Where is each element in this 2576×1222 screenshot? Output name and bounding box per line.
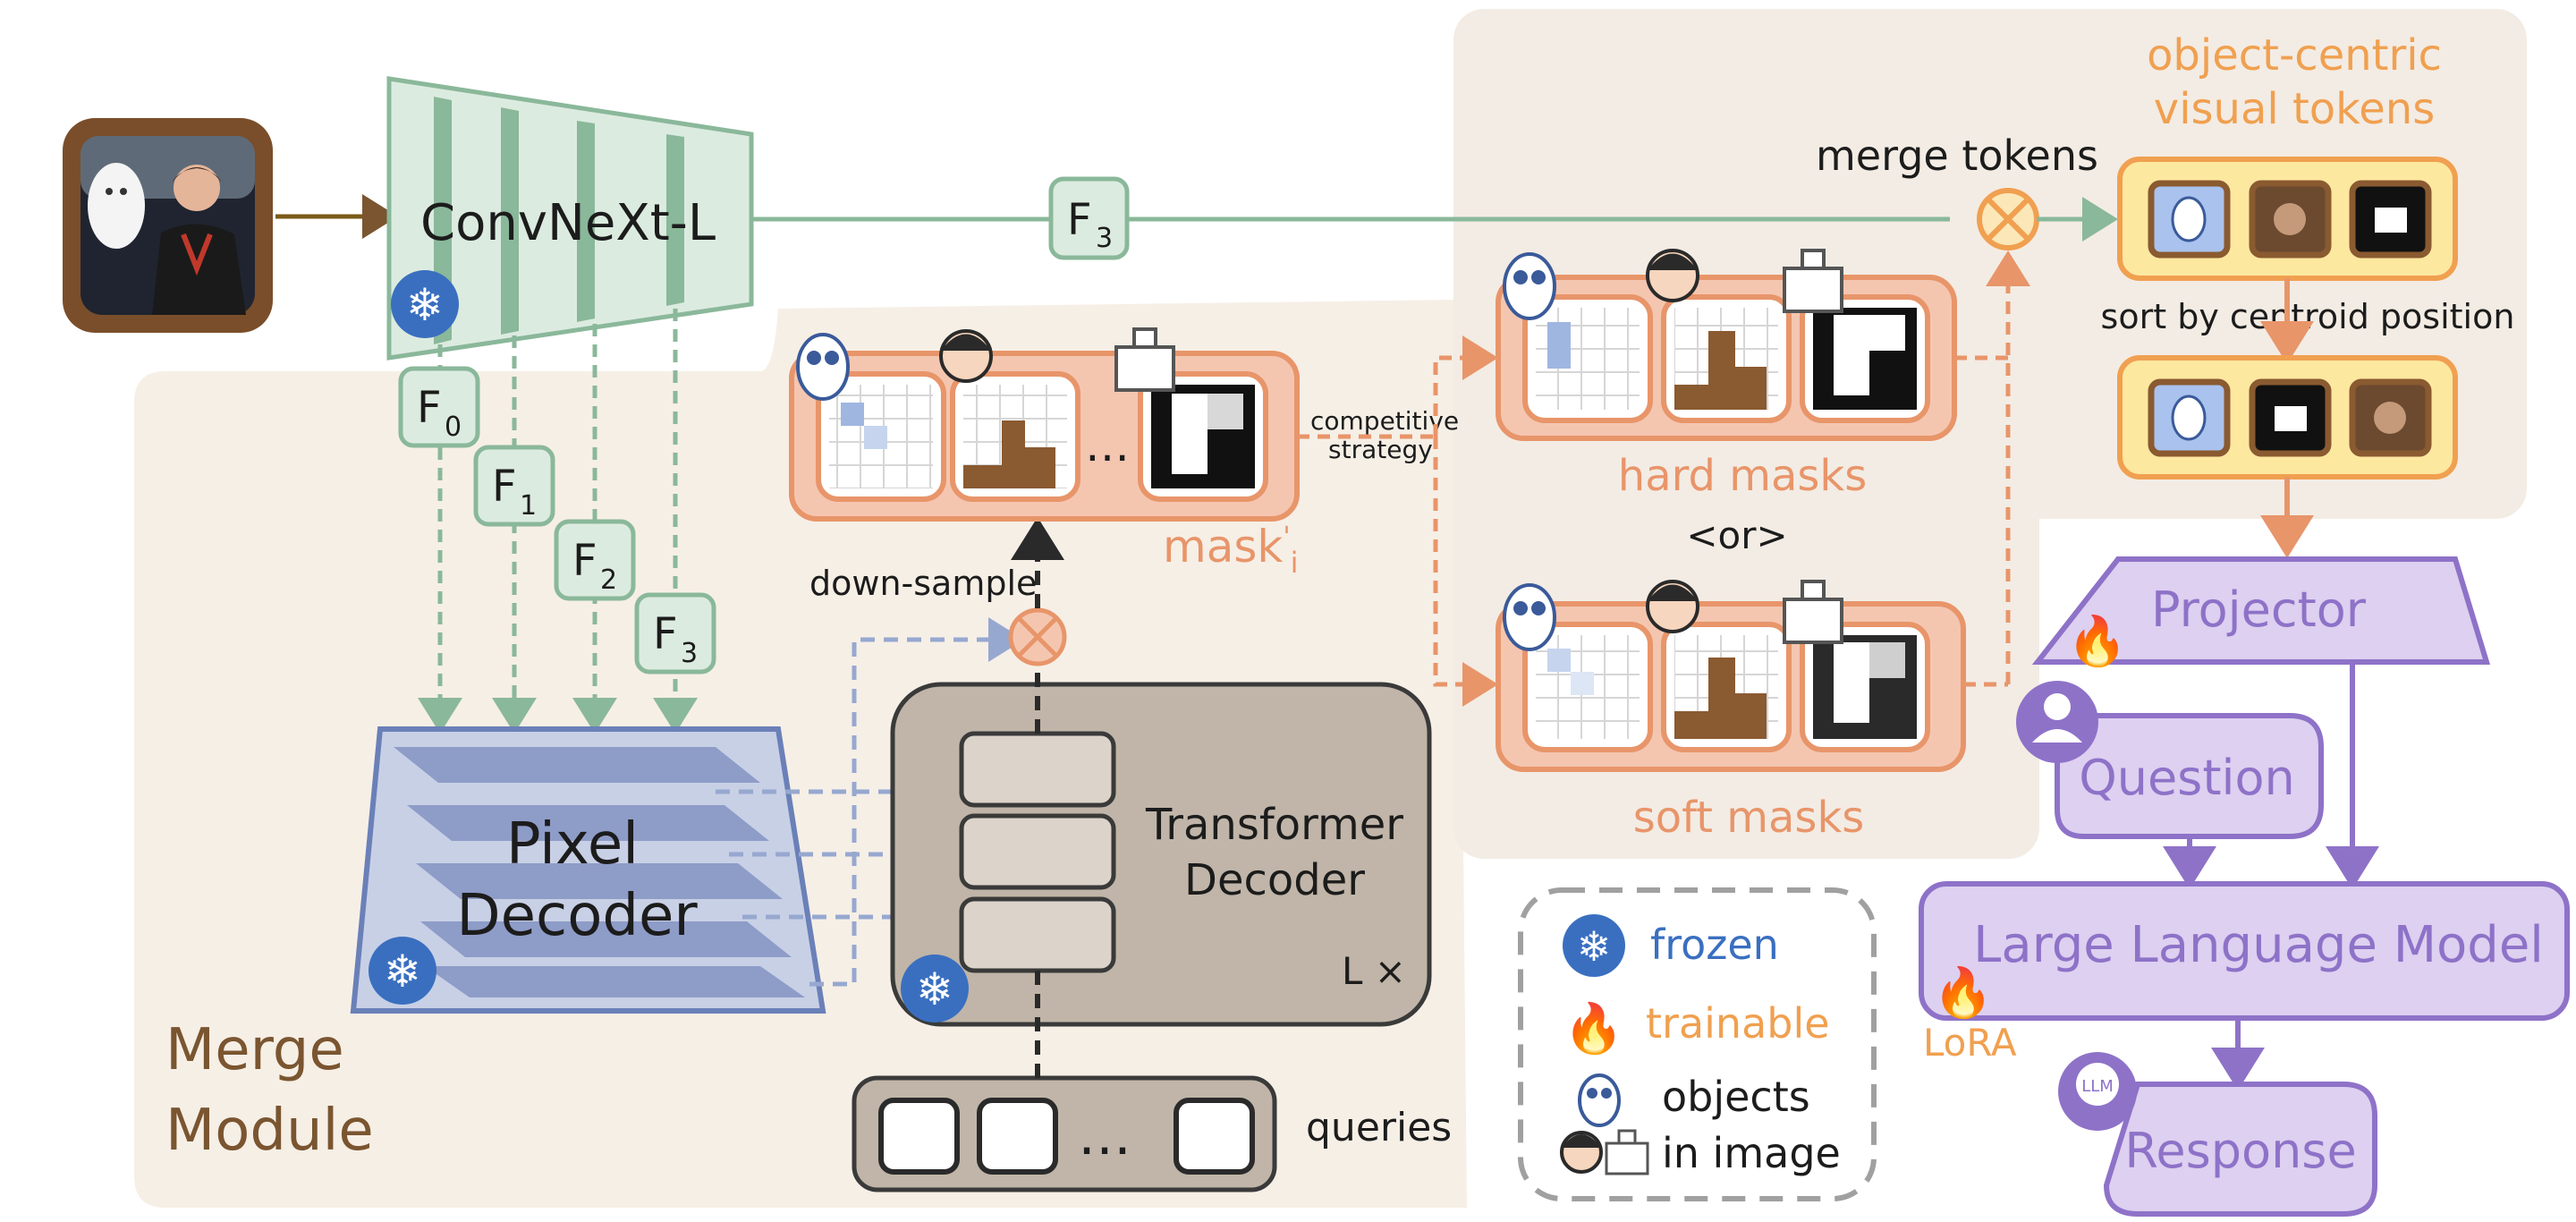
owl-icon bbox=[1578, 1073, 1621, 1127]
svg-text:3: 3 bbox=[681, 638, 698, 669]
owl-icon bbox=[796, 333, 850, 401]
frozen-snowflake-icon: ❄ bbox=[391, 270, 459, 338]
svg-text:❄: ❄ bbox=[1577, 922, 1612, 971]
transformer-decoder-line2: Decoder bbox=[1184, 855, 1365, 905]
response-label: Response bbox=[2124, 1123, 2356, 1179]
competitive-label-2: strategy bbox=[1328, 435, 1433, 464]
llm-robot-icon: LLM bbox=[2058, 1052, 2137, 1131]
input-image bbox=[63, 118, 273, 333]
tokens-title-2: visual tokens bbox=[2154, 84, 2435, 134]
mask-label-sup: ' bbox=[1283, 522, 1290, 553]
legend-trainable: trainable bbox=[1646, 999, 1830, 1048]
person-icon bbox=[939, 329, 993, 383]
svg-text:F: F bbox=[653, 609, 678, 659]
frozen-snowflake-icon: ❄ bbox=[369, 937, 436, 1005]
f3-main-box: F 3 bbox=[1048, 176, 1130, 260]
lora-label: LoRA bbox=[1923, 1021, 2017, 1065]
response-block: Response LLM bbox=[2058, 1052, 2377, 1217]
queries-block: … queries bbox=[852, 1075, 1452, 1192]
f2-box: F 2 bbox=[554, 519, 636, 601]
down-sample-label: down-sample bbox=[809, 564, 1037, 603]
visual-tokens-unsorted bbox=[2117, 157, 2458, 281]
soft-masks-label: soft masks bbox=[1633, 793, 1865, 843]
svg-text:F: F bbox=[572, 536, 597, 586]
person-icon bbox=[1560, 1131, 1603, 1174]
svg-text:0: 0 bbox=[445, 412, 462, 443]
queries-label: queries bbox=[1306, 1105, 1452, 1150]
legend-objects-1: objects bbox=[1662, 1073, 1810, 1121]
hard-masks: hard masks bbox=[1496, 249, 1957, 501]
castle-icon bbox=[1783, 580, 1843, 644]
mask-label-sub: i bbox=[1291, 546, 1299, 580]
svg-text:2: 2 bbox=[600, 564, 617, 596]
tokens-title-1: object-centric bbox=[2147, 30, 2442, 81]
owl-in-photo bbox=[88, 163, 145, 249]
svg-text:❄: ❄ bbox=[916, 963, 953, 1015]
svg-text:❄: ❄ bbox=[406, 279, 444, 331]
castle-icon bbox=[1783, 249, 1843, 313]
competitive-strategy: competitive strategy bbox=[1297, 335, 1498, 707]
f0-box: F 0 bbox=[398, 366, 480, 448]
svg-text:1: 1 bbox=[520, 490, 537, 522]
pixel-decoder-line1: Pixel bbox=[506, 811, 639, 878]
queries-ellipsis: … bbox=[1078, 1105, 1131, 1167]
hard-masks-label: hard masks bbox=[1618, 451, 1867, 501]
pixel-decoder-line2: Decoder bbox=[456, 883, 698, 949]
person-icon bbox=[1646, 249, 1699, 302]
svg-text:LLM: LLM bbox=[2081, 1077, 2114, 1096]
merge-module-label-1: Merge bbox=[165, 1017, 344, 1083]
trainable-flame-icon: 🔥 bbox=[1933, 964, 1993, 1021]
boy-face-in-photo bbox=[174, 165, 220, 211]
question-label: Question bbox=[2079, 750, 2295, 806]
user-icon bbox=[2016, 681, 2098, 763]
legend: ❄ frozen 🔥 trainable objects in image bbox=[1518, 887, 1877, 1201]
backbone-label: ConvNeXt-L bbox=[420, 194, 716, 252]
transformer-decoder: Transformer Decoder L × ❄ bbox=[890, 682, 1432, 1027]
svg-text:F: F bbox=[417, 383, 442, 433]
soft-masks: soft masks bbox=[1496, 580, 1966, 843]
frozen-snowflake-icon: ❄ bbox=[901, 955, 969, 1023]
trainable-flame-icon: 🔥 bbox=[2067, 613, 2127, 669]
svg-text:3: 3 bbox=[1096, 223, 1113, 254]
layer-repeat-label: L × bbox=[1342, 949, 1406, 993]
question-block: Question bbox=[2016, 681, 2324, 839]
person-icon bbox=[1646, 580, 1699, 633]
mask-label-base: mask bbox=[1163, 521, 1283, 573]
llm-block: Large Language Model 🔥 LoRA bbox=[1919, 881, 2570, 1065]
frozen-snowflake-icon: ❄ bbox=[1563, 914, 1625, 977]
svg-text:F: F bbox=[492, 462, 517, 512]
mask-ellipsis: … bbox=[1085, 420, 1130, 471]
predicted-masks: … mask'i bbox=[789, 327, 1300, 580]
svg-text:F: F bbox=[1067, 195, 1092, 245]
svg-text:❄: ❄ bbox=[384, 946, 421, 997]
or-label: <or> bbox=[1686, 513, 1787, 557]
legend-objects-2: in image bbox=[1662, 1129, 1841, 1177]
mask-multiply-node bbox=[1008, 607, 1067, 666]
trainable-flame-icon: 🔥 bbox=[1563, 1000, 1623, 1057]
projector: Projector 🔥 bbox=[2031, 556, 2491, 669]
projector-label: Projector bbox=[2151, 581, 2367, 638]
owl-icon bbox=[1503, 252, 1556, 320]
convnext-backbone: ConvNeXt-L ❄ bbox=[386, 76, 754, 361]
llm-label: Large Language Model bbox=[1973, 916, 2544, 974]
sort-label: sort by centroid position bbox=[2101, 297, 2515, 336]
pixel-decoder: Pixel Decoder ❄ bbox=[350, 726, 826, 1014]
transformer-decoder-line1: Transformer bbox=[1145, 800, 1403, 850]
visual-tokens-sorted bbox=[2117, 355, 2458, 479]
owl-icon bbox=[1503, 583, 1556, 651]
castle-icon bbox=[1605, 1129, 1649, 1175]
masks-to-merge-paths bbox=[1954, 250, 2030, 687]
f1-box: F 1 bbox=[473, 445, 555, 527]
merge-tokens-node bbox=[1977, 188, 2039, 250]
legend-frozen: frozen bbox=[1650, 921, 1779, 969]
merge-module-label-2: Module bbox=[165, 1098, 374, 1164]
f3-box: F 3 bbox=[634, 592, 716, 675]
merge-tokens-label: merge tokens bbox=[1816, 132, 2098, 180]
svg-text:mask'i: mask'i bbox=[1163, 521, 1299, 580]
castle-icon bbox=[1114, 327, 1175, 392]
